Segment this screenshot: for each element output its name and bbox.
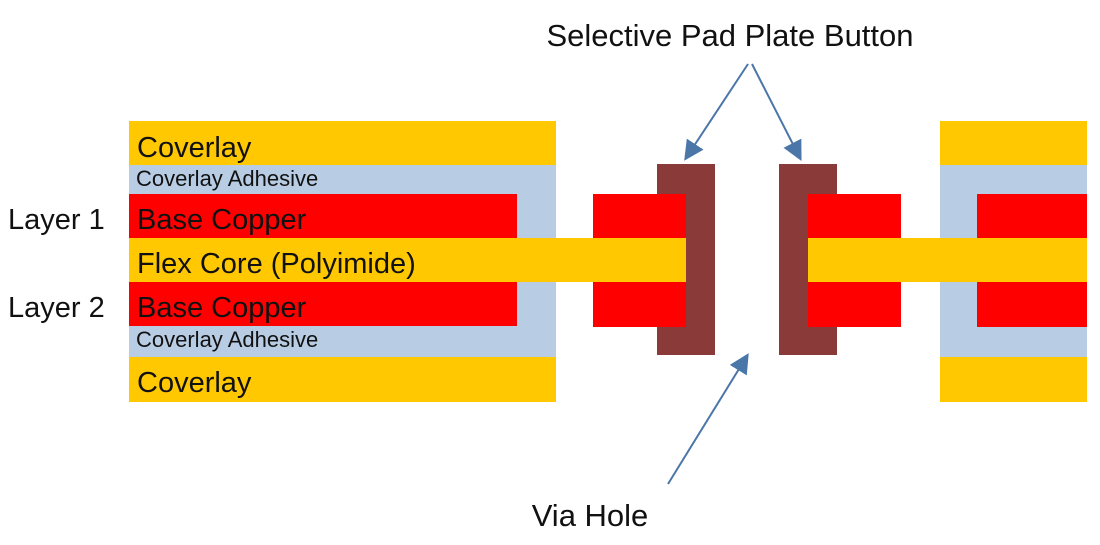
right-coverlay-bottom (940, 357, 1087, 402)
label-coverlay-top: Coverlay (137, 132, 252, 164)
label-coverlay-adhesive-top: Coverlay Adhesive (136, 166, 318, 191)
arrow-to-left-plating (684, 63, 749, 161)
label-flex-core: Flex Core (Polyimide) (137, 248, 416, 280)
arrow-to-right-plating (751, 63, 802, 161)
right-flex-core (940, 238, 1087, 282)
callout-selective-pad-plate-button: Selective Pad Plate Button (546, 18, 913, 53)
label-base-copper-bottom: Base Copper (137, 292, 307, 324)
right-coverlay-top (940, 121, 1087, 165)
label-coverlay-adhesive-bottom: Coverlay Adhesive (136, 327, 318, 352)
via-left-plating (657, 164, 715, 355)
label-base-copper-top: Base Copper (137, 204, 307, 236)
via-right-copper-pad-bottom (808, 282, 901, 327)
left-flex-core (129, 238, 556, 282)
left-base-copper-top (129, 194, 517, 238)
via-left-copper-pad-top (593, 194, 686, 238)
right-base-copper-bottom (977, 282, 1087, 327)
right-stack (940, 121, 1087, 402)
flex-core-left-bridge (556, 238, 686, 282)
via-right-plating (779, 164, 837, 355)
side-label-layer-1: Layer 1 (8, 204, 105, 236)
arrow-to-via-hole (667, 353, 749, 485)
via-left-copper-pad-bottom (593, 282, 686, 327)
right-base-copper-top (977, 194, 1087, 238)
label-coverlay-bottom: Coverlay (137, 367, 252, 399)
side-label-layer-2: Layer 2 (8, 292, 105, 324)
left-coverlay-bottom (129, 357, 556, 402)
left-coverlay-top (129, 121, 556, 165)
callout-via-hole: Via Hole (532, 498, 649, 533)
via-right-copper-pad-top (808, 194, 901, 238)
left-stack (129, 121, 556, 402)
left-base-copper-bottom (129, 282, 517, 326)
